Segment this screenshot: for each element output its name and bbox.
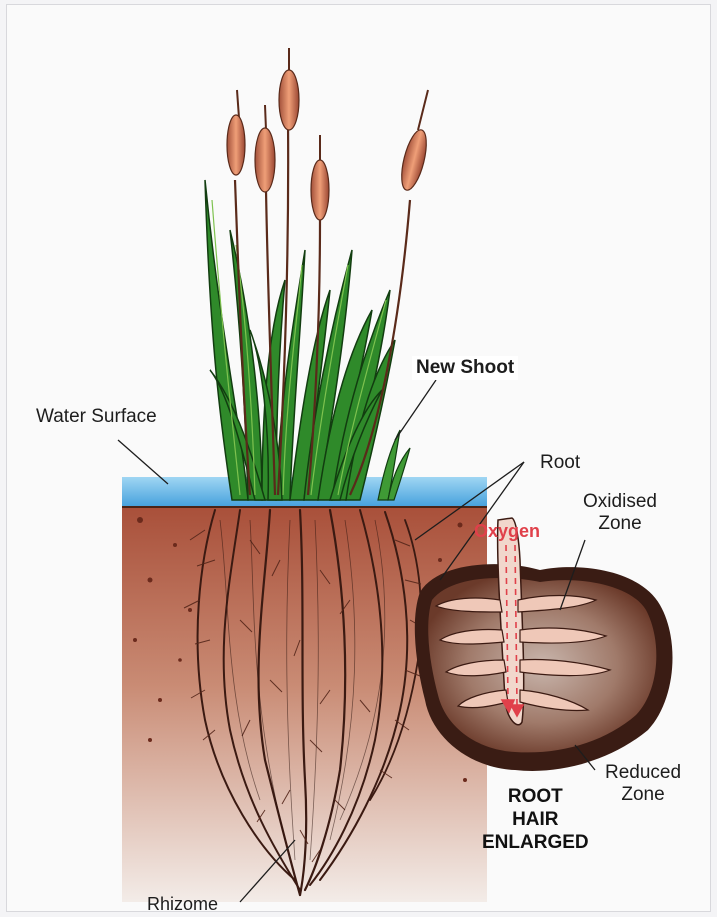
label-rhizome: Rhizome (147, 894, 218, 915)
label-water-surface: Water Surface (36, 406, 157, 428)
label-oxidised-zone: Oxidised Zone (565, 491, 675, 535)
oxidised-line-1: Oxidised (565, 491, 675, 513)
reduced-line-2: Zone (588, 784, 698, 806)
enlarged-line-3: ENLARGED (482, 832, 589, 855)
enlarged-line-2: HAIR (482, 809, 589, 832)
enlarged-line-1: ROOT (482, 786, 589, 809)
label-reduced-zone: Reduced Zone (588, 762, 698, 806)
label-root: Root (540, 452, 580, 474)
label-oxygen: Oxygen (474, 521, 540, 542)
label-new-shoot: New Shoot (412, 356, 518, 380)
label-root-hair-enlarged: ROOT HAIR ENLARGED (482, 786, 589, 854)
oxidised-line-2: Zone (565, 513, 675, 535)
cattail-heads (227, 48, 431, 220)
reduced-line-1: Reduced (588, 762, 698, 784)
